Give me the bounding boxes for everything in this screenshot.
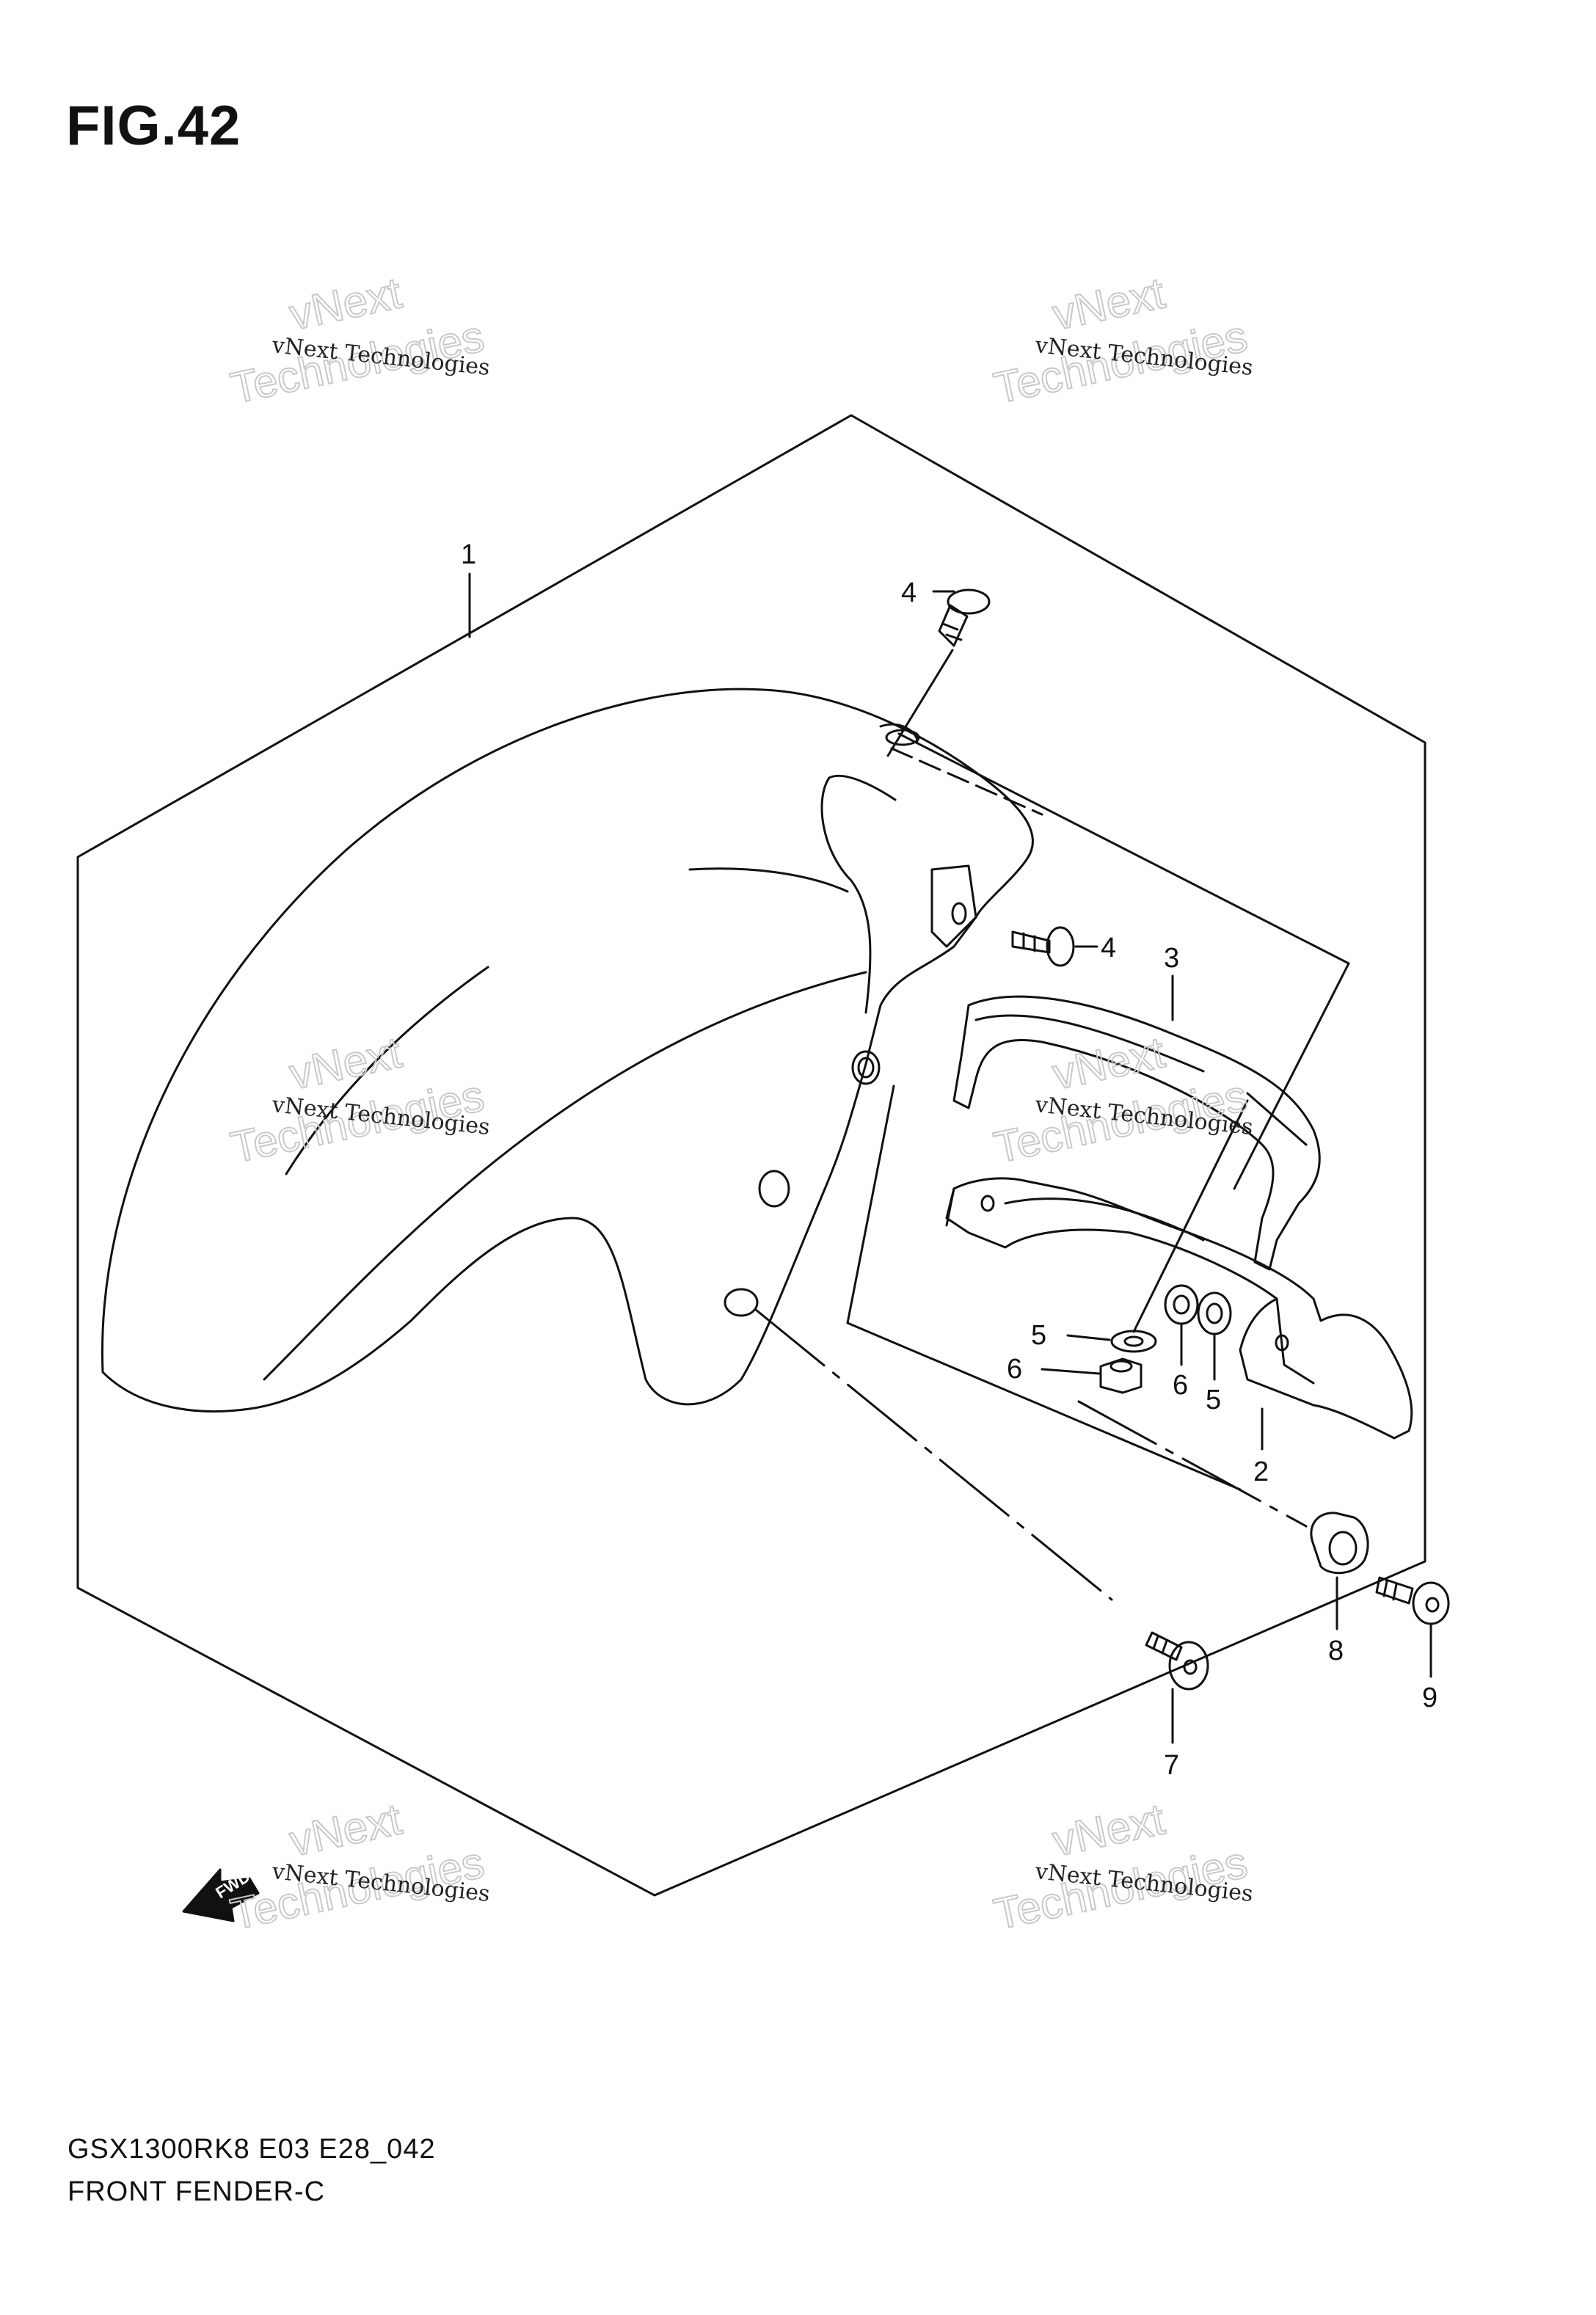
nut-6a <box>1099 1357 1143 1394</box>
front-fender <box>101 688 1034 1412</box>
watermark-top-left: vNext Technologies vNext Technologies <box>226 267 491 413</box>
callout-2: 2 <box>1253 1457 1269 1487</box>
callout-5-left: 5 <box>1031 1320 1046 1351</box>
bracket-3 <box>952 995 1321 1271</box>
watermark-mid-left: vNext Technologies vNext Technologies <box>226 1027 491 1173</box>
washer-5a <box>1110 1330 1157 1353</box>
watermark-vnext: vNext <box>1049 268 1169 339</box>
leader-top-dashed <box>890 747 1043 816</box>
bolt-4-side <box>1011 926 1075 967</box>
watermark-top-right: vNext Technologies vNext Technologies <box>989 267 1254 413</box>
model-code: GSX1300RK8 E03 E28_042 <box>68 2134 436 2165</box>
figure-title: FIG.42 <box>66 95 241 157</box>
leader-bolt4-top <box>886 649 954 757</box>
leader-grommet8 <box>1077 1400 1308 1528</box>
callout-7: 7 <box>1164 1750 1179 1781</box>
callout-5-right: 5 <box>1206 1385 1221 1415</box>
watermark-vnext: vNext <box>1049 1027 1169 1098</box>
watermark-bottom-left: vNext Technologies vNext Technologies <box>226 1793 491 1939</box>
nut-6b <box>1164 1284 1199 1325</box>
callout-1: 1 <box>461 539 476 570</box>
bolt-4-top <box>938 588 991 647</box>
watermark-vnext: vNext <box>285 1794 406 1865</box>
fwd-arrow-icon <box>182 1868 260 1922</box>
callout-3: 3 <box>1164 943 1179 974</box>
watermark-vnext: vNext <box>285 1027 406 1098</box>
assembly-boundary-hexagon <box>76 414 1426 1897</box>
watermark-vnext: vNext <box>1049 1794 1169 1865</box>
watermark-vnext: vNext <box>285 268 406 339</box>
watermark-mid-right: vNext Technologies vNext Technologies <box>989 1027 1254 1173</box>
bracket-boundary-bottom <box>846 1321 1242 1491</box>
washer-5b <box>1197 1291 1232 1335</box>
bolt-9 <box>1375 1576 1450 1625</box>
callout-6-right: 6 <box>1173 1370 1188 1401</box>
bracket-2 <box>945 1177 1413 1440</box>
bolt-7 <box>1145 1631 1209 1691</box>
callout-9: 9 <box>1422 1683 1438 1713</box>
callout-4-top: 4 <box>901 577 917 608</box>
watermark-bottom-right: vNext Technologies vNext Technologies <box>989 1793 1254 1939</box>
bracket-detail-boundary <box>897 732 1350 1190</box>
callout-6-left: 6 <box>1007 1354 1022 1385</box>
leader-callout-6a <box>1041 1368 1101 1375</box>
callout-4-side: 4 <box>1101 933 1116 963</box>
bracket-boundary-left <box>846 1084 895 1324</box>
leader-bracket3-to-washer <box>1132 1099 1249 1333</box>
leader-bolt7 <box>754 1308 1113 1601</box>
leader-callout-5a <box>1066 1334 1111 1341</box>
callout-8: 8 <box>1328 1636 1344 1666</box>
grommet-8 <box>1310 1512 1369 1575</box>
diagram-name: FRONT FENDER-C <box>68 2176 326 2207</box>
